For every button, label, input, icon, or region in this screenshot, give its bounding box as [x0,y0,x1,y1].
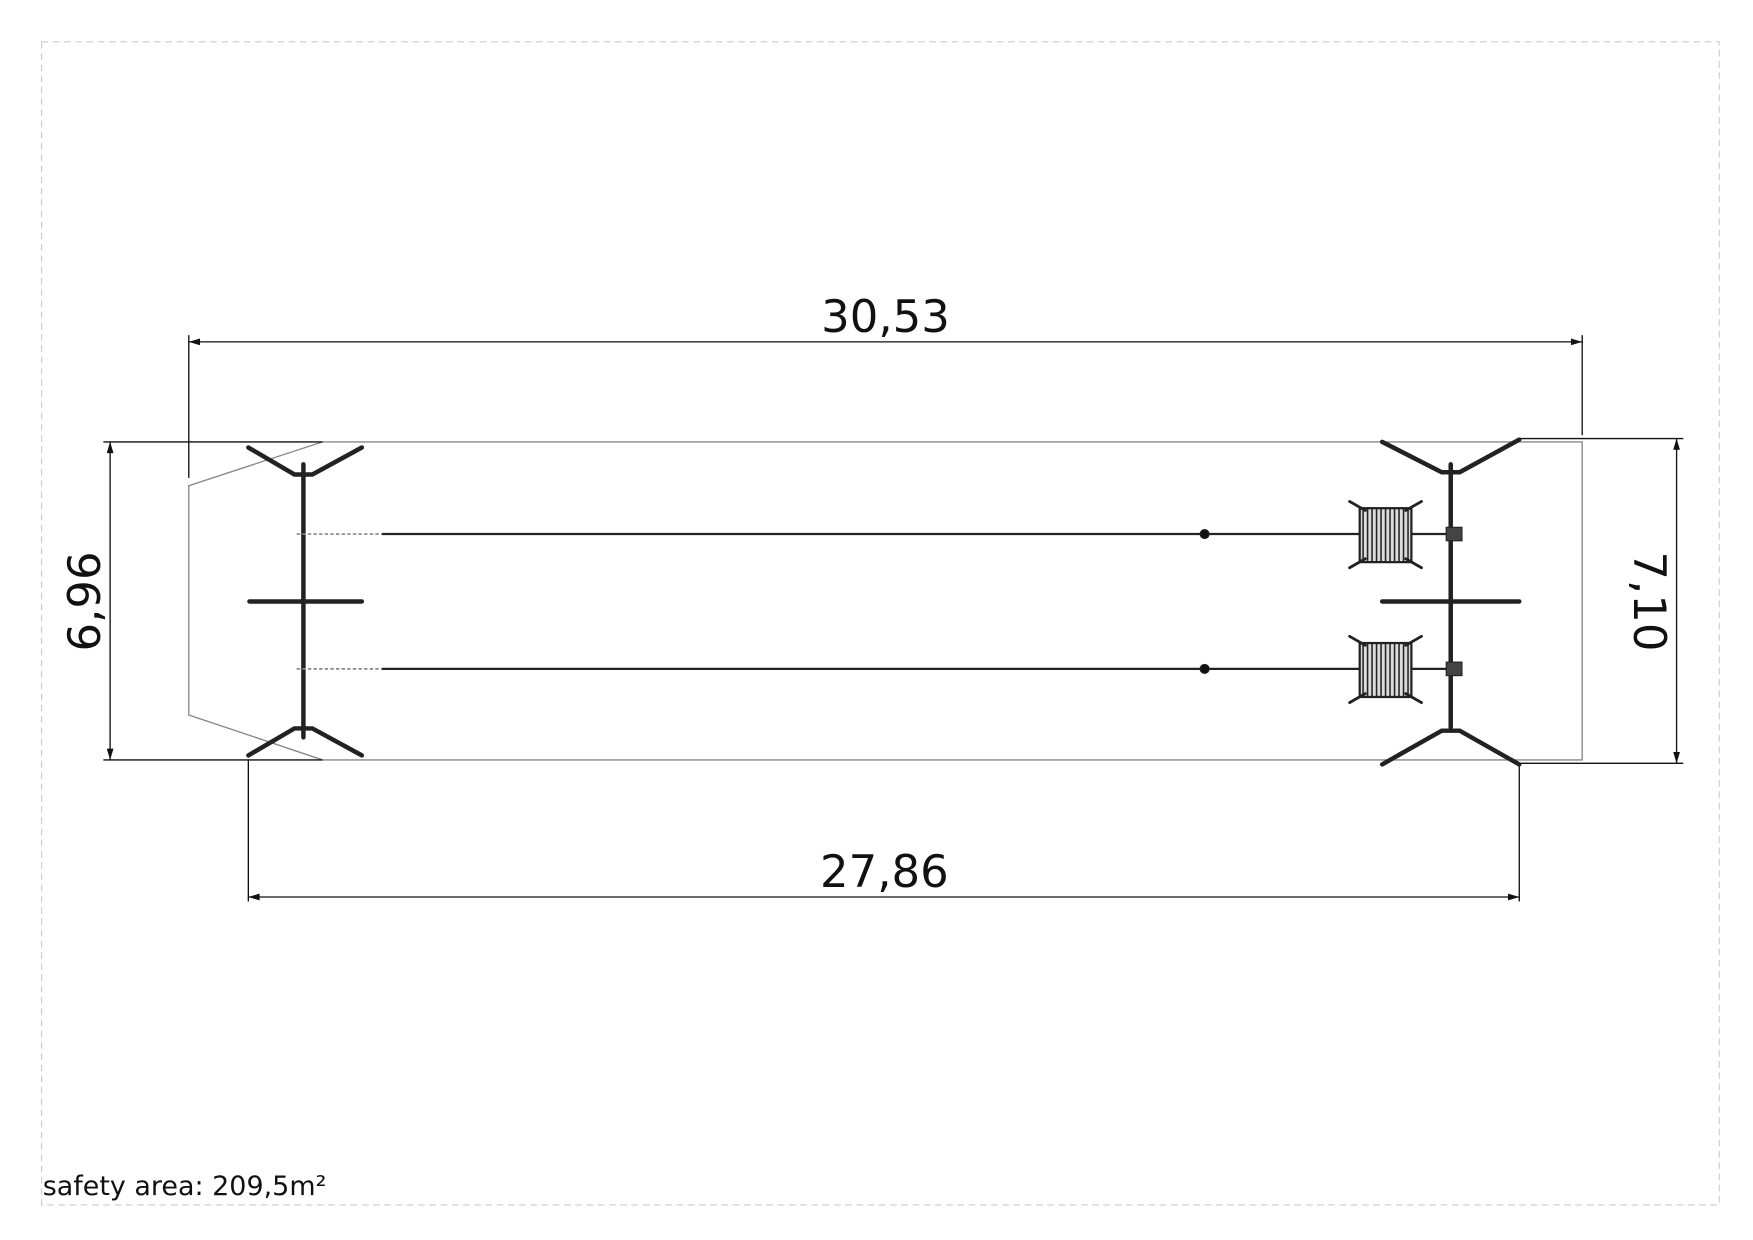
sheet-border [41,41,1720,1206]
safety-area-outline [188,441,1583,761]
dimension-left-label: 6,96 [58,551,111,651]
safety-area-note: safety area: 209,5m² [43,1171,327,1202]
dimension-left [103,441,323,761]
seat-upper [1348,500,1423,570]
dimension-right-label: 7,10 [1623,551,1676,651]
dimension-bottom-label: 27,86 [820,845,949,898]
dimension-right [1519,437,1684,764]
left-a-frame [246,445,365,758]
dimension-top-label: 30,53 [821,290,950,343]
right-a-frame [1379,437,1522,767]
cable-beams [296,526,1463,677]
dimension-bottom [247,759,1520,902]
seat-lower [1348,634,1423,704]
dimension-top [188,335,1583,478]
